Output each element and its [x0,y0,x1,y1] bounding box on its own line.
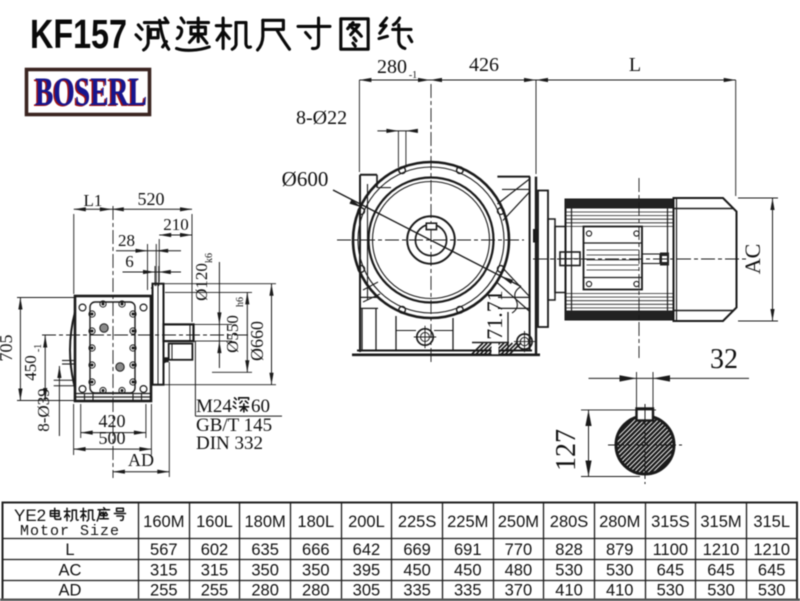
svg-text:602: 602 [201,541,229,559]
svg-text:Ø120: Ø120 [192,263,211,301]
svg-text:280M: 280M [599,513,640,531]
svg-text:AD: AD [128,450,154,470]
svg-text:AC: AC [740,244,765,275]
svg-text:642: 642 [353,541,381,559]
svg-text:770: 770 [505,541,533,559]
svg-text:AD: AD [59,582,82,600]
svg-text:AC: AC [59,562,82,580]
svg-text:450: 450 [21,355,40,381]
svg-text:28: 28 [118,231,135,250]
svg-text:669: 669 [403,541,431,559]
svg-text:DIN 332: DIN 332 [196,433,263,454]
svg-text:879: 879 [606,541,634,559]
svg-text:280: 280 [251,582,279,600]
svg-text:828: 828 [555,541,583,559]
svg-text:645: 645 [758,562,786,580]
svg-text:530: 530 [606,562,634,580]
svg-text:255: 255 [150,582,178,600]
svg-text:Ø550: Ø550 [223,315,242,353]
svg-text:645: 645 [657,562,685,580]
svg-text:BOSERL: BOSERL [34,70,146,115]
svg-text:426: 426 [469,54,499,76]
svg-text:BOSERL: BOSERL [35,69,147,114]
svg-text:1210: 1210 [753,541,790,559]
svg-text:225M: 225M [447,513,488,531]
svg-text:530: 530 [657,582,685,600]
svg-text:410: 410 [606,582,634,600]
svg-text:315S: 315S [651,513,690,531]
svg-text:k6: k6 [204,253,215,263]
svg-text:335: 335 [403,582,431,600]
svg-text:280: 280 [377,56,407,78]
svg-text:71.71: 71.71 [482,290,507,340]
svg-text:160M: 160M [143,513,184,531]
svg-text:1210: 1210 [703,541,740,559]
svg-text:645: 645 [707,562,735,580]
svg-text:315: 315 [150,562,178,580]
svg-text:420: 420 [99,411,126,431]
svg-text:60: 60 [251,396,270,417]
svg-text:Ø600: Ø600 [282,167,329,191]
svg-text:480: 480 [505,562,533,580]
svg-text:530: 530 [758,582,786,600]
svg-text:350: 350 [251,562,279,580]
svg-text:250M: 250M [498,513,539,531]
svg-text:8-Ø39: 8-Ø39 [34,388,53,431]
svg-text:370: 370 [505,582,533,600]
svg-text:Motor Size: Motor Size [20,523,120,540]
svg-text:160L: 160L [196,513,233,531]
svg-text:YE2: YE2 [14,506,46,525]
svg-text:450: 450 [403,562,431,580]
svg-text:530: 530 [707,582,735,600]
svg-text:225S: 225S [398,513,437,531]
svg-text:8-Ø22: 8-Ø22 [296,107,347,129]
svg-text:32: 32 [710,344,738,375]
svg-text:530: 530 [555,562,583,580]
svg-text:567: 567 [150,541,178,559]
svg-text:127: 127 [551,429,582,471]
svg-text:500: 500 [99,428,126,448]
svg-text:L: L [629,54,641,76]
svg-text:280: 280 [302,582,330,600]
svg-text:-1: -1 [409,70,417,81]
svg-text:210: 210 [163,215,189,234]
svg-text:315L: 315L [753,513,790,531]
svg-text:180M: 180M [244,513,285,531]
svg-text:691: 691 [454,541,482,559]
svg-text:705: 705 [0,335,16,362]
svg-text:450: 450 [454,562,482,580]
svg-text:395: 395 [353,562,381,580]
svg-text:KF157: KF157 [30,11,127,57]
svg-text:315M: 315M [700,513,741,531]
svg-text:200L: 200L [348,513,385,531]
svg-text:335: 335 [454,582,482,600]
svg-text:h6: h6 [235,297,246,307]
svg-text:L: L [65,541,74,559]
svg-text:315: 315 [201,562,229,580]
svg-text:L1: L1 [84,191,103,210]
svg-text:-1: -1 [33,344,44,352]
svg-text:635: 635 [251,541,279,559]
svg-text:6: 6 [125,252,134,271]
svg-text:350: 350 [302,562,330,580]
svg-text:520: 520 [138,189,165,209]
svg-text:305: 305 [353,582,381,600]
svg-text:666: 666 [302,541,330,559]
svg-text:180L: 180L [297,513,334,531]
svg-text:280S: 280S [550,513,589,531]
svg-text:GB/T 145: GB/T 145 [196,415,272,436]
svg-text:410: 410 [555,582,583,600]
svg-text:1100: 1100 [653,541,688,559]
svg-text:Ø660: Ø660 [247,321,267,361]
svg-text:M24: M24 [196,396,232,417]
svg-text:255: 255 [201,582,229,600]
